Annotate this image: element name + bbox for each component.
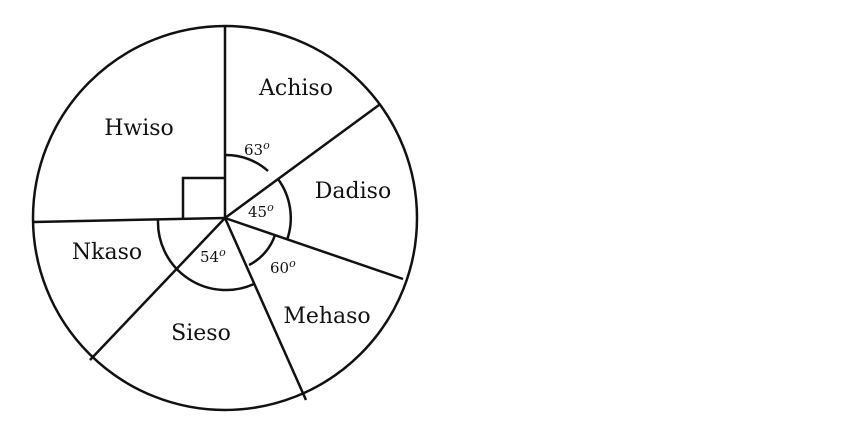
boundary-dadiso-mehaso [224,216,404,281]
angle-arc-achiso [224,153,269,172]
angle-arc-sieso-nkaso [156,219,255,292]
angle-arc-mehaso [248,234,277,267]
right-angle-marker [181,176,225,218]
sector-label-hwiso: Hwiso [104,116,174,141]
boundary-nkaso-hwiso [33,216,226,224]
sector-label-dadiso: Dadiso [315,179,391,204]
angle-label-63: 63o [244,139,270,159]
sector-label-nkaso: Nkaso [72,240,142,265]
boundary-achiso-dadiso [224,103,380,220]
angle-label-54: 54o [200,246,226,266]
angle-arc-dadiso [276,178,292,241]
boundary-sieso-nkaso [89,217,226,361]
sector-label-mehaso: Mehaso [283,304,370,329]
boundary-mehaso-sieso [223,217,308,401]
angle-label-60: 60o [270,257,296,277]
sector-label-achiso: Achiso [258,76,333,101]
angle-label-45: 45o [248,201,274,221]
sector-label-sieso: Sieso [171,321,231,346]
